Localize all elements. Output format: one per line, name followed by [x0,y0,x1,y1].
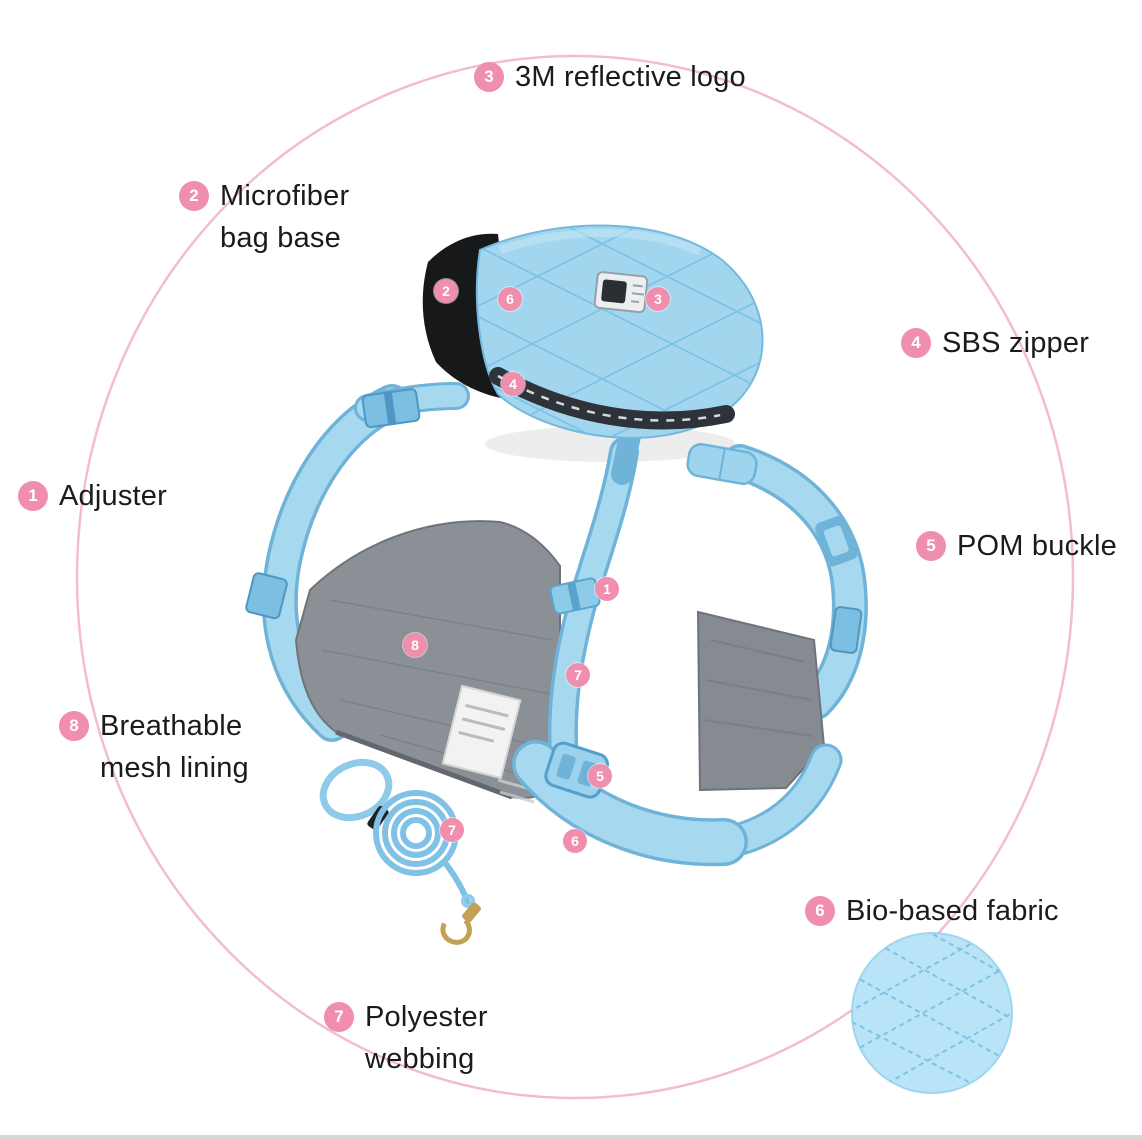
marker-mesh-badge: 8 [403,633,427,657]
detail-quilt-stitching [852,933,1012,1093]
bag-pouch [422,224,764,439]
fabric-detail-swatch [851,932,1013,1094]
marker-leash-webbing-badge: 7 [440,818,464,842]
callout-buckle-badge: 5 [916,531,946,561]
leash-clasp [440,894,481,945]
marker-adjuster-badge: 1 [595,577,619,601]
bag-shadow [485,426,735,462]
callout-mesh: 8 Breathable mesh lining [59,705,249,789]
callout-bag-base: 2 Microfiber bag base [179,175,349,259]
callout-webbing-label: Polyester webbing [365,996,488,1080]
callout-line: Bio-based fabric [846,895,1059,927]
left-strap [245,382,470,742]
callout-line: Adjuster [59,480,167,512]
callout-fabric-label: Bio-based fabric [846,890,1059,932]
side-release-clip [686,442,758,486]
zipper-pull [720,408,732,420]
reflective-logo-plate [593,271,649,314]
callout-line: POM buckle [957,530,1117,562]
adjuster-slider-top [361,388,421,429]
callout-line: Breathable [100,710,243,742]
callout-zipper-badge: 4 [901,328,931,358]
callout-buckle-label: POM buckle [957,525,1117,567]
callout-line: SBS zipper [942,327,1090,359]
callout-adjuster-badge: 1 [18,481,48,511]
callout-zipper: 4 SBS zipper [901,322,1089,364]
callout-mesh-label: Breathable mesh lining [100,705,249,789]
mesh-panel-left [294,520,561,804]
decorative-ring [75,54,1075,1100]
callout-mesh-badge: 8 [59,711,89,741]
callout-bag-base-badge: 2 [179,181,209,211]
callout-line: mesh lining [100,752,249,784]
bag-quilted-body [475,224,764,439]
callout-webbing-badge: 7 [324,1002,354,1032]
care-label [441,684,522,780]
adjuster-slider-center [549,577,601,615]
callout-buckle: 5 POM buckle [916,525,1117,567]
leash-handle-loop [319,758,393,822]
callout-reflective-logo: 3 3M reflective logo [474,56,746,98]
callout-reflective-logo-label: 3M reflective logo [515,56,746,98]
leash [319,758,481,945]
callout-zipper-label: SBS zipper [942,322,1089,364]
bottom-strap [512,740,748,867]
zipper-strip [489,367,735,430]
right-buckle-clip [815,515,858,567]
right-strap [722,444,868,720]
marker-zipper-badge: 4 [501,372,525,396]
marker-bottom-fabric-badge: 6 [563,829,587,853]
callout-line: bag base [220,222,341,254]
marker-bag-fabric-badge: 6 [498,287,522,311]
callout-bag-base-label: Microfiber bag base [220,175,349,259]
callout-line: 3M reflective logo [515,61,746,93]
callout-fabric: 6 Bio-based fabric [805,890,1059,932]
marker-reflective-logo-badge: 3 [646,287,670,311]
callout-adjuster-label: Adjuster [59,475,167,517]
marker-webbing-badge: 7 [566,663,590,687]
callout-line: Microfiber [220,180,350,212]
callout-fabric-badge: 6 [805,896,835,926]
callout-webbing: 7 Polyester webbing [324,996,488,1080]
callout-line: webbing [365,1043,475,1075]
right-strap-slider [829,606,863,654]
marker-bag-base-badge: 2 [434,279,458,303]
page-bottom-edge [0,1135,1142,1140]
marker-buckle-badge: 5 [588,764,612,788]
callout-reflective-logo-badge: 3 [474,62,504,92]
bag-connector-strap [611,425,641,485]
adjuster-slider-left [245,572,288,620]
callout-adjuster: 1 Adjuster [18,475,167,517]
center-strap [547,437,639,775]
mesh-panel-right [683,610,843,863]
callout-line: Polyester [365,1001,488,1033]
